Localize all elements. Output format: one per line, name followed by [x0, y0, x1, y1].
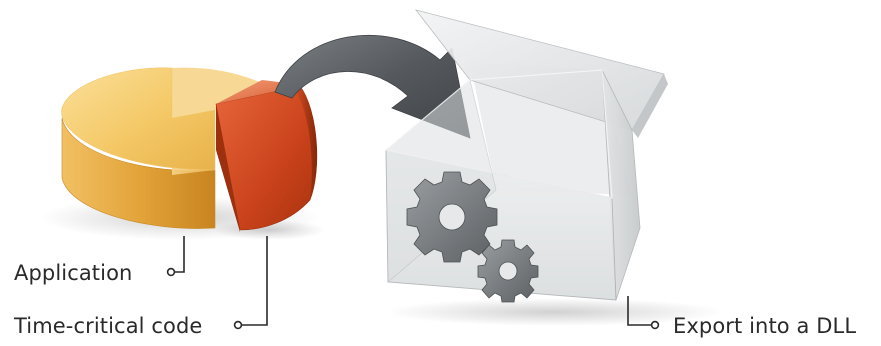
time-critical-code-label: Time-critical code [14, 316, 202, 337]
application-label: Application [14, 263, 132, 284]
time-critical-connector [235, 236, 267, 328]
application-connector [168, 236, 184, 275]
export-into-dll-label: Export into a DLL [673, 316, 856, 337]
